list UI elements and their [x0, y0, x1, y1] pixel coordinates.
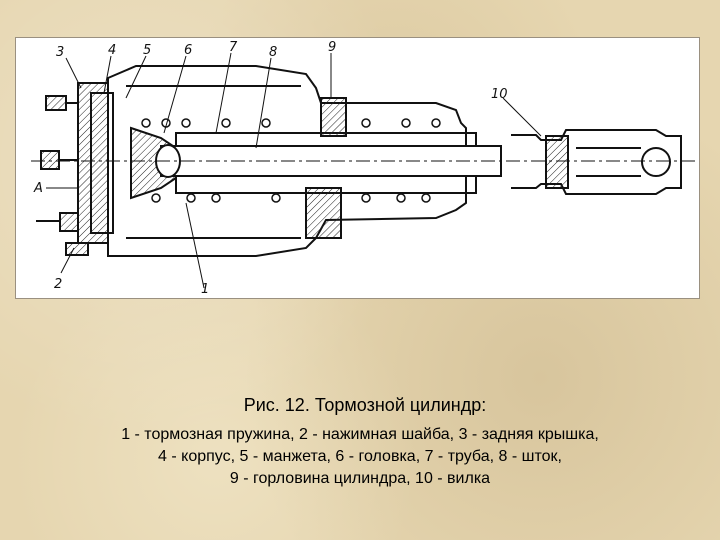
- caption-line-3: 9 - горловина цилиндра, 10 - вилка: [229, 470, 491, 487]
- label-7: 7: [229, 40, 238, 55]
- caption-title: Рис. 12. Тормозной цилиндр:: [243, 395, 487, 415]
- fork-outline: [511, 129, 682, 195]
- label-10: 10: [491, 87, 508, 102]
- spring-coils: [141, 118, 441, 203]
- bolt-middle: [40, 150, 60, 170]
- label-6: 6: [184, 43, 192, 58]
- cylinder-inner-wall: [126, 85, 301, 239]
- label-9: 9: [328, 40, 336, 55]
- drawing-svg: 3 4 5 6 7 8 9 10 A 2 1: [31, 40, 696, 297]
- bolt-bottom: [65, 242, 89, 256]
- label-5: 5: [143, 43, 151, 58]
- label-3: 3: [56, 45, 64, 60]
- figure-caption: Рис. 12. Тормозной цилиндр: 1 - тормозна…: [0, 395, 720, 490]
- label-1: 1: [201, 282, 209, 297]
- gland-lower: [305, 187, 342, 239]
- caption-line-2: 4 - корпус, 5 - манжета, 6 - головка, 7 …: [158, 448, 562, 465]
- fork-nut: [545, 135, 569, 189]
- bolt-top: [45, 95, 67, 111]
- bolt-lower: [59, 212, 79, 232]
- caption-line-1: 1 - тормозная пружина, 2 - нажимная шайб…: [121, 426, 599, 443]
- label-8: 8: [269, 45, 277, 60]
- label-4: 4: [108, 43, 116, 58]
- gland-upper: [320, 97, 347, 137]
- leader-lines: [46, 52, 542, 289]
- rear-cover-inner: [90, 92, 114, 234]
- brake-cylinder-drawing: 3 4 5 6 7 8 9 10 A 2 1: [15, 37, 700, 299]
- fork-pin: [641, 147, 671, 177]
- label-A: A: [33, 181, 43, 196]
- rear-cover: [77, 82, 109, 244]
- label-2: 2: [54, 277, 62, 292]
- cylinder-body-outline: [107, 65, 467, 257]
